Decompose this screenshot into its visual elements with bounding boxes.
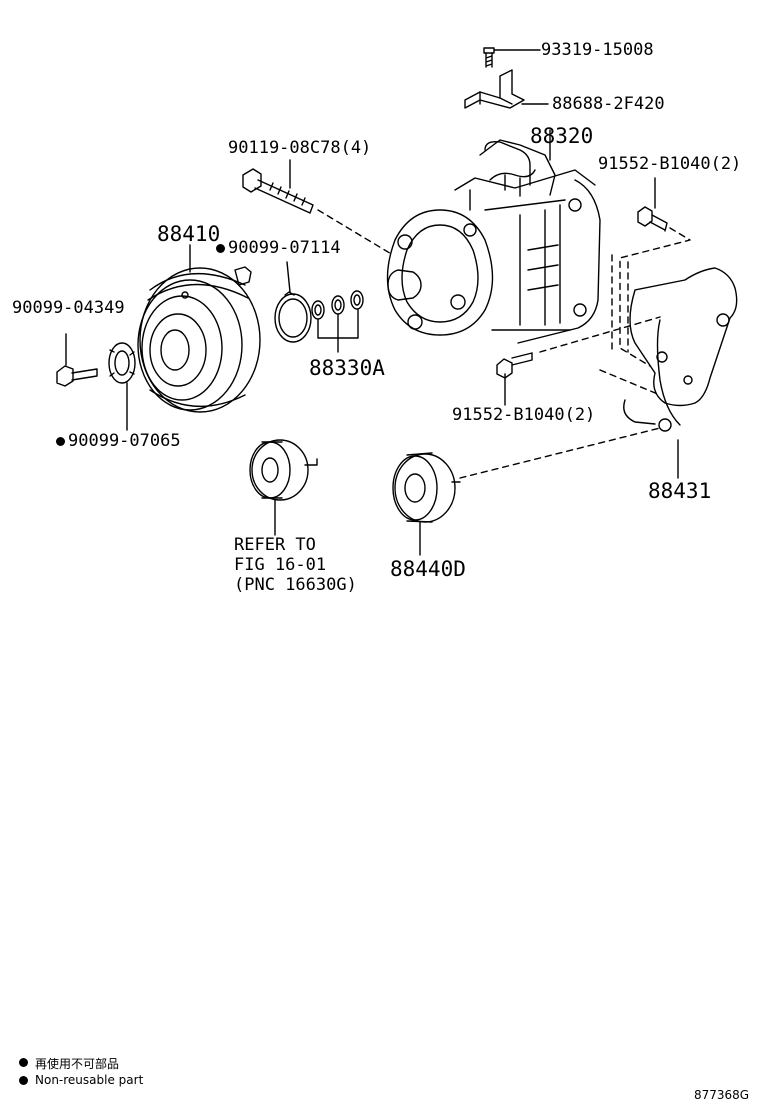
clutch-88410 [137,244,261,413]
bolt-91552-bottom [496,316,661,406]
snap-ring-90099-07114 [274,261,312,343]
label-88440D: 88440D [390,557,466,581]
legend-dot-jp [19,1058,28,1067]
label-93319-15008: 93319-15008 [541,40,654,60]
bolt-90099-04349 [56,333,98,387]
label-88431: 88431 [648,479,712,503]
idler-pulley-refer [249,439,318,536]
bracket-88431 [611,254,738,479]
figure-id: 877368G [694,1088,750,1102]
legend-jp: 再使用不可部品 [35,1057,120,1071]
label-90099-04349: 90099-04349 [12,298,125,318]
non-reusable-dot-07065 [56,437,65,446]
legend-dot-en [19,1076,28,1085]
refer-line-3: (PNC 16630G) [234,575,357,595]
pulley-88440D [392,427,661,556]
label-88410: 88410 [157,222,221,246]
shims-88330A [311,290,364,353]
refer-line-2: FIG 16-01 [234,555,327,575]
legend-en: Non-reusable part [35,1073,144,1087]
compressor-88320 [386,129,601,344]
label-90099-07065: 90099-07065 [68,431,181,451]
bracket-88688 [464,69,549,109]
bolt-91552-top [619,177,691,367]
label-90099-07114: 90099-07114 [228,238,341,258]
bolt-90119 [242,159,394,256]
label-90119-08C78: 90119-08C78(4) [228,138,372,158]
label-88330A: 88330A [309,356,385,380]
washer-90099-07065 [108,342,136,431]
label-91552-B1040-top: 91552-B1040(2) [598,154,742,174]
label-91552-B1040-bottom: 91552-B1040(2) [452,405,596,425]
refer-line-1: REFER TO [234,535,316,555]
label-88320: 88320 [530,124,594,148]
label-88688-2F420: 88688-2F420 [552,94,665,114]
non-reusable-dot-07114 [216,244,225,253]
screw-93319 [483,47,541,68]
